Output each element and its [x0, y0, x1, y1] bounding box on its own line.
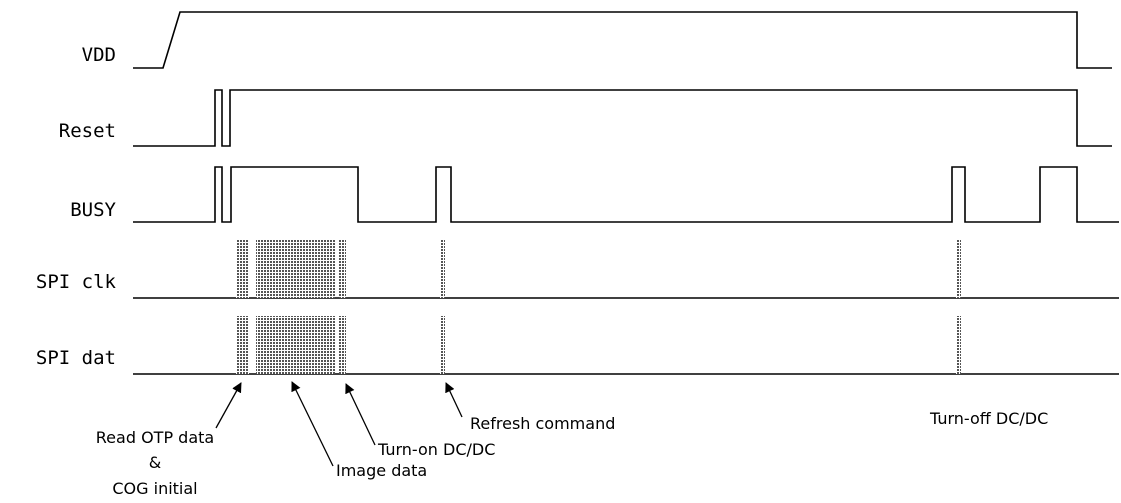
annotation-refresh: Refresh command: [470, 414, 615, 433]
waveform-reset: [133, 89, 1112, 147]
spi-clk-burst-dcdc-on: [339, 240, 346, 298]
label-busy: BUSY: [70, 199, 116, 221]
annotation-image-data: Image data: [336, 461, 427, 480]
arrow-refresh: [445, 382, 463, 418]
spi-clk-bursts: [236, 240, 961, 298]
waveform-vdd: [133, 11, 1112, 69]
label-spi-clk: SPI clk: [36, 271, 117, 293]
spi-dat-burst-image: [256, 316, 335, 374]
spi-dat-burst-refresh: [440, 316, 445, 374]
label-vdd: VDD: [82, 44, 116, 66]
annotation-turn-on: Turn-on DC/DC: [377, 440, 495, 459]
annotation-read-otp-line3: COG initial: [112, 479, 197, 498]
annotation-read-otp-line1: Read OTP data: [96, 428, 214, 447]
arrow-read-otp: [215, 382, 242, 429]
annotation-read-otp-line2: &: [149, 453, 161, 472]
spi-dat-burst-otp: [236, 316, 249, 374]
spi-dat-burst-dcdc-off: [956, 316, 961, 374]
spi-clk-burst-image: [256, 240, 335, 298]
spi-dat-burst-dcdc-on: [339, 316, 346, 374]
label-spi-dat: SPI dat: [36, 347, 116, 369]
spi-dat-bursts: [236, 316, 961, 374]
spi-clk-burst-dcdc-off: [956, 240, 961, 298]
spi-clk-burst-otp: [236, 240, 249, 298]
label-reset: Reset: [59, 120, 116, 142]
arrow-image-data: [291, 381, 334, 467]
spi-clk-burst-refresh: [440, 240, 445, 298]
annotation-turn-off: Turn-off DC/DC: [929, 409, 1048, 428]
waveform-busy: [133, 166, 1119, 223]
arrow-turn-on: [345, 383, 376, 446]
